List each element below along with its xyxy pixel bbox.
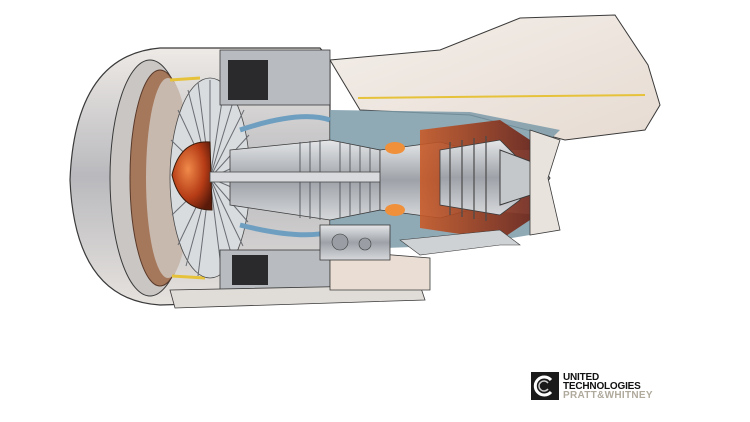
logo-text-pratt-whitney: PRATT&WHITNEY [563, 389, 653, 401]
fan-case [169, 49, 426, 309]
turbine-exhaust [399, 120, 561, 256]
accessory-gearbox [319, 224, 391, 261]
united-technologies-logo-icon [531, 372, 559, 400]
combustor-flame-bottom [385, 204, 405, 216]
united-technologies-logo: UNITED TECHNOLOGIES PRATT&WHITNEY [531, 371, 653, 401]
combustor-flame-top [385, 142, 405, 154]
logo-text-united: UNITED [563, 371, 600, 383]
logo-text-technologies: TECHNOLOGIES [563, 380, 641, 392]
